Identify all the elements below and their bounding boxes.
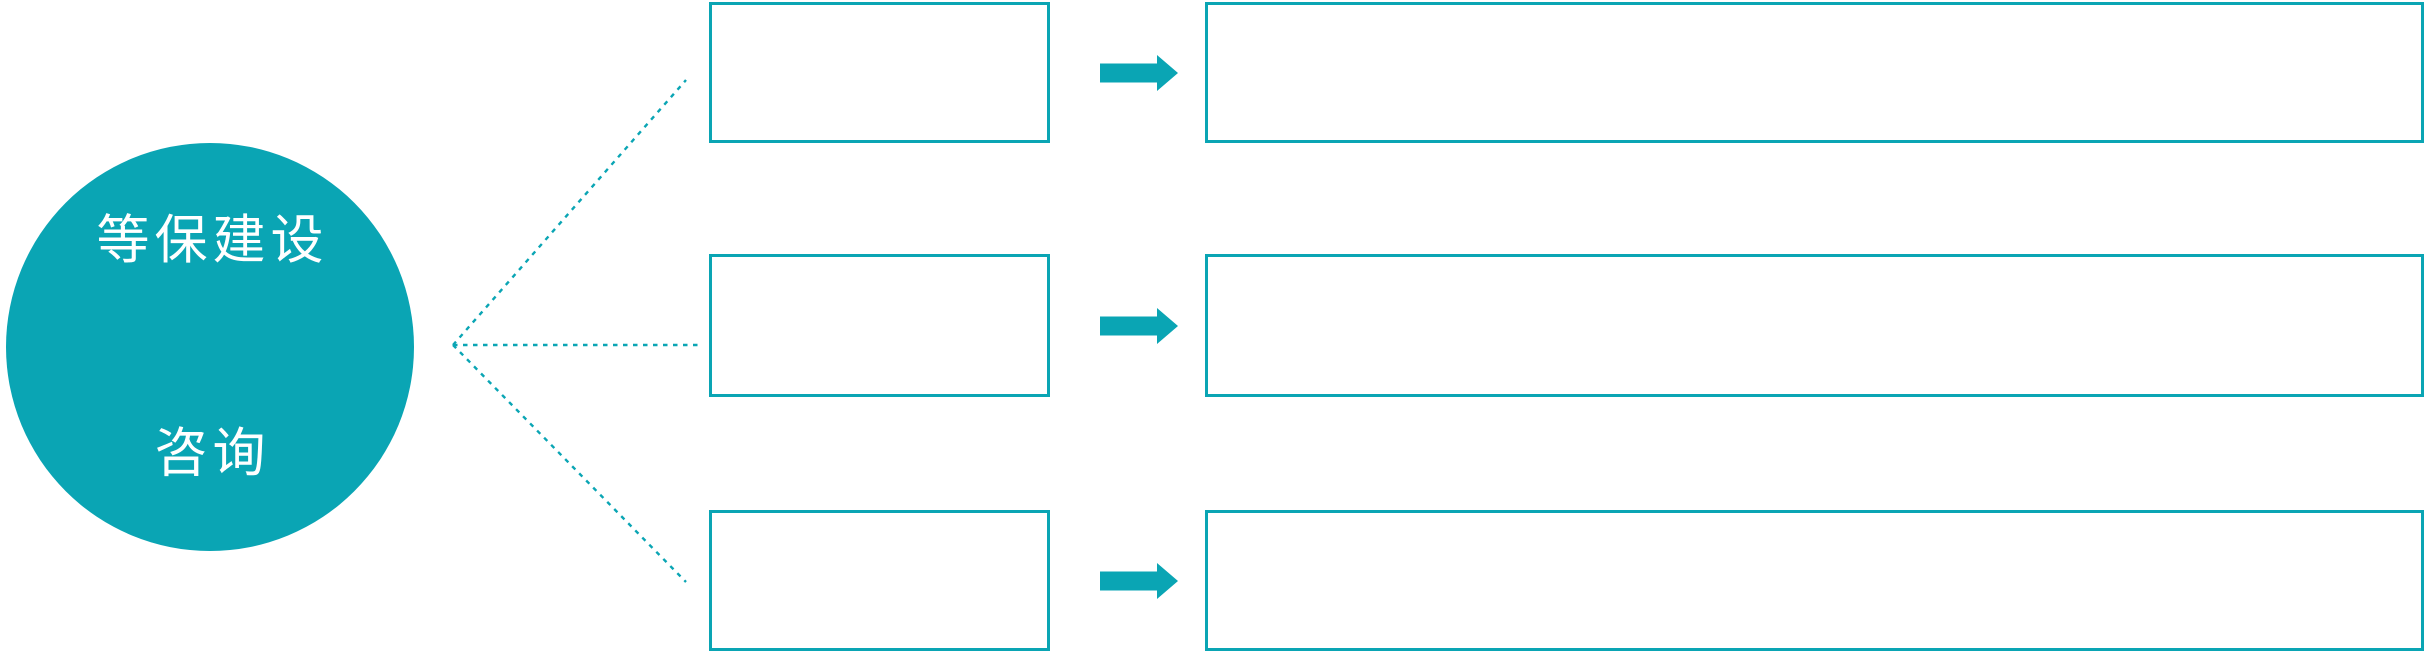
root-node-circle: 等保建设 咨询 <box>6 143 414 551</box>
dotted-connector-top <box>452 79 687 346</box>
dotted-connector-bottom <box>452 344 687 583</box>
detail-box-1 <box>1205 2 2424 143</box>
branch-box-1 <box>709 2 1050 143</box>
detail-box-2 <box>1205 254 2424 397</box>
root-node-label-line1: 等保建设 <box>96 211 329 270</box>
branch-box-3 <box>709 510 1050 651</box>
branch-box-2 <box>709 254 1050 397</box>
root-node-label-line2: 咨询 <box>154 424 271 483</box>
arrow-right-icon <box>1100 308 1178 344</box>
detail-box-3 <box>1205 510 2424 651</box>
arrow-right-icon <box>1100 563 1178 599</box>
root-node-label: 等保建设 咨询 <box>92 63 329 631</box>
arrow-right-icon <box>1100 55 1178 91</box>
